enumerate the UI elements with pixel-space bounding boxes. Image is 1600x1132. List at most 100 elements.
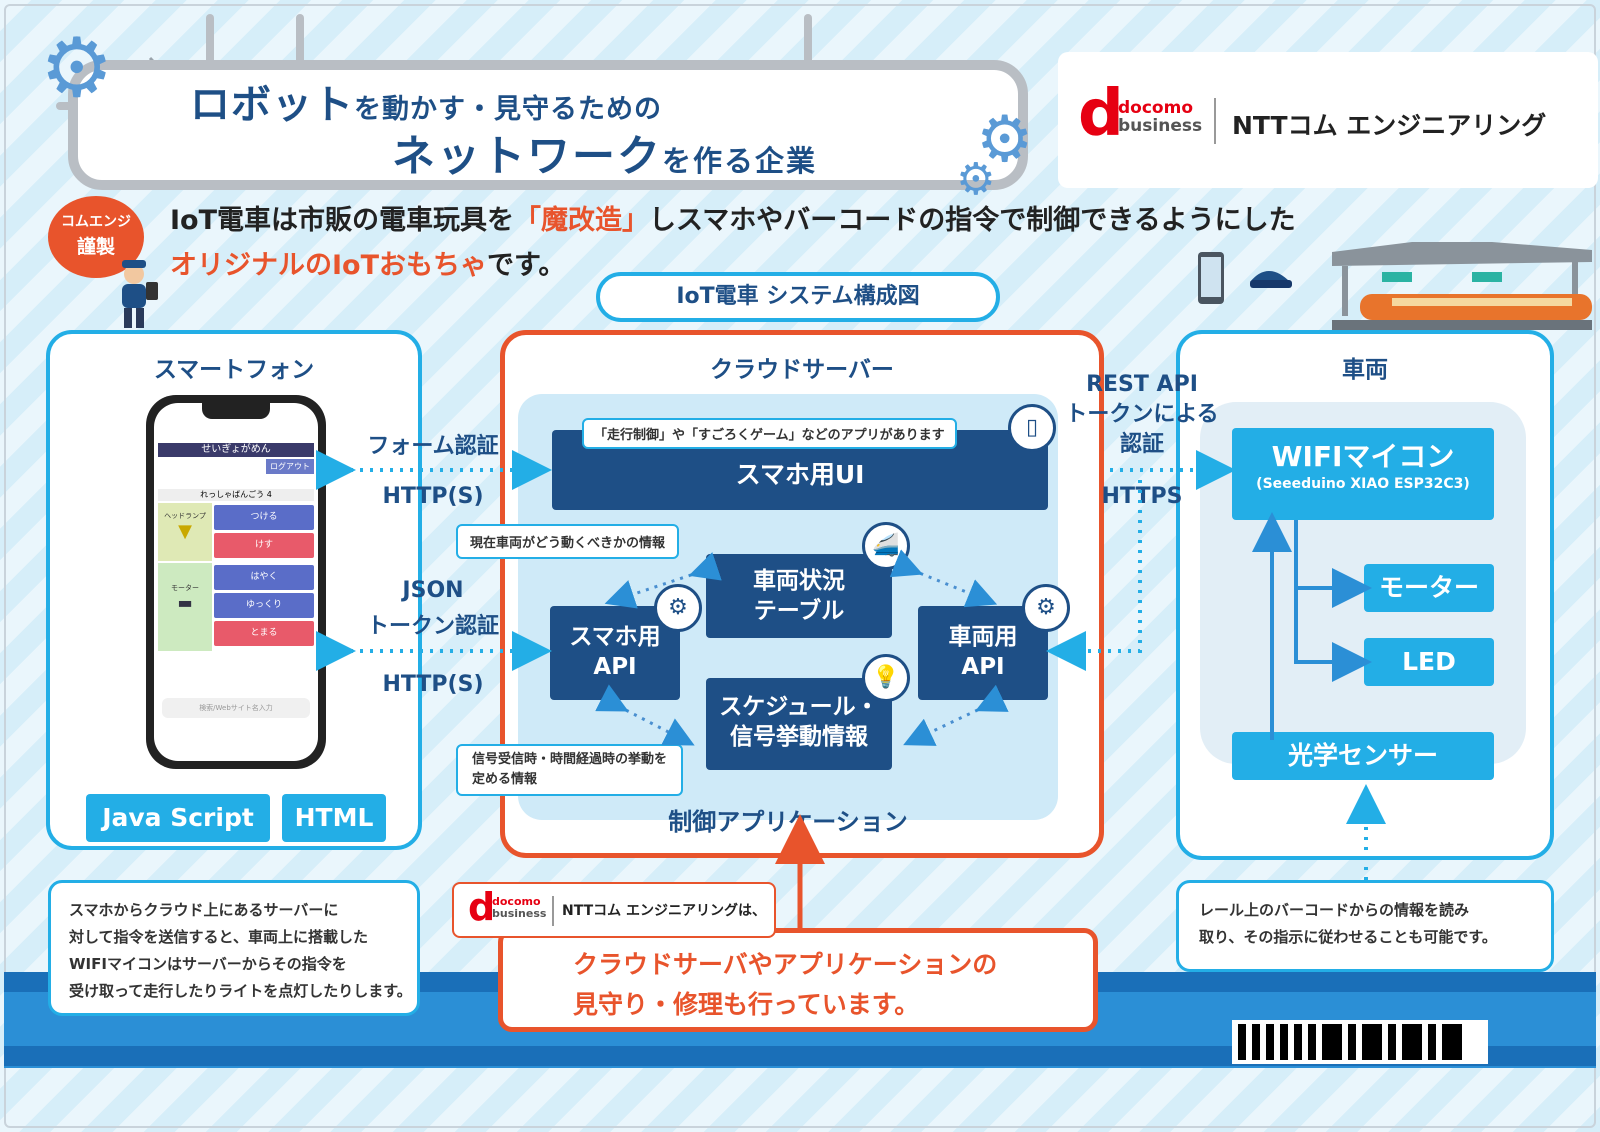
phone-icon: ▯ [1008, 404, 1056, 452]
lightbulb-icon: 💡 [862, 654, 910, 702]
logo-divider [552, 896, 554, 926]
title-banner [68, 60, 1028, 190]
intro-part: しスマホやバーコードの指令で制御できるようにした [649, 205, 1296, 236]
app-title: せいぎょがめん [158, 443, 314, 457]
intro-highlight: オリジナルのIoTおもちゃ [170, 250, 488, 281]
https-label: HTTPS [1101, 484, 1183, 509]
rest-token-text: トークンによる [1065, 402, 1219, 427]
title-line-1: ロボットを動かす・見守るための [190, 72, 662, 130]
train-gear-icon: ⚙ [1022, 584, 1070, 632]
vehicle-api-line-1: 車両用 [948, 624, 1018, 650]
note-line: スマホからクラウド上にあるサーバーに [69, 901, 339, 919]
gear-icon: ⚙ [956, 154, 996, 205]
company-logo-panel [1058, 52, 1598, 188]
train-icon: ▬ [177, 593, 193, 612]
lamp-icon: ▼ [178, 521, 192, 542]
phone-notch [202, 403, 270, 419]
intro-part: です。 [487, 250, 566, 281]
stop-button[interactable]: とまる [214, 621, 314, 646]
phone-api-line-1: スマホ用 [569, 624, 661, 650]
note-line: 取り、その指示に従わせることも可能です。 [1199, 928, 1497, 946]
rest-auth-text: 認証 [1119, 432, 1164, 457]
phone-screen: せいぎょがめん ログアウト れっしゃばんごう 4 ヘッドランプ▼ モーター▬ つ… [154, 403, 318, 761]
brand-business: business [1118, 115, 1203, 136]
optical-sensor-box: 光学センサー [1232, 732, 1494, 780]
intro-part: IoT電車は市販の電車玩具を [170, 205, 515, 236]
maintenance-box: クラウドサーバやアプリケーションの 見守り・修理も行っています。 [498, 928, 1098, 1032]
intro-text: IoT電車は市販の電車玩具を「魔改造」しスマホやバーコードの指令で制御できるよう… [170, 198, 1296, 288]
tag-javascript: Java Script [86, 794, 270, 842]
faster-button[interactable]: はやく [214, 565, 314, 590]
headlamp-text: ヘッドランプ [164, 512, 206, 520]
right-note: レール上のバーコードからの情報を読み 取り、その指示に従わせることも可能です。 [1176, 880, 1554, 972]
wifi-model: (Seeeduino XIAO ESP32C3) [1256, 476, 1470, 492]
lamp-on-button[interactable]: つける [214, 505, 314, 530]
rest-api-label: REST API トークンによる認証 [1062, 370, 1222, 460]
led-box: LED [1364, 638, 1494, 686]
vehicle-title: 車両 [1342, 357, 1388, 383]
phone-mockup: せいぎょがめん ログアウト れっしゃばんごう 4 ヘッドランプ▼ モーター▬ つ… [146, 395, 326, 769]
signal-callout: 信号受信時・時間経過時の挙動を定める情報 [456, 744, 684, 796]
diagram-title: IoT電車 システム構成図 [596, 272, 1000, 322]
intro-highlight: 「魔改造」 [514, 205, 650, 236]
station-illustration [1198, 242, 1592, 330]
vehicle-api-line-2: API [961, 654, 1005, 680]
cloud-title: クラウドサーバー [710, 357, 894, 383]
gear-icon: ⚙ [40, 21, 114, 116]
signal-callout-line-2: 定める情報 [472, 772, 538, 787]
title-emphasis: ロボット [190, 82, 354, 128]
http-label: HTTP(S) [382, 672, 484, 697]
brand-docomo: docomo [1118, 98, 1193, 118]
left-note: スマホからクラウド上にあるサーバーに 対して指令を送信すると、車両上に搭載した … [48, 880, 420, 1016]
title-emphasis: ネットワーク [392, 132, 662, 182]
motor-label: モーター▬ [158, 563, 212, 651]
smartphone-title: スマートフォン [153, 357, 315, 383]
title-rest: を作る企業 [662, 144, 818, 178]
table-line-2: テーブル [753, 598, 845, 624]
table-line-1: 車両状況 [753, 568, 845, 594]
tag-html: HTML [282, 794, 386, 842]
vehicle-state-table: 車両状況テーブル [706, 554, 892, 638]
motor-text: モーター [171, 584, 199, 592]
brand-business: business [492, 906, 547, 920]
poster-frame [4, 4, 1596, 1128]
company-name: NTTコム エンジニアリング [1232, 111, 1547, 140]
note-line: 受け取って走行したりライトを点灯したりします。 [69, 982, 412, 1000]
conductor-illustration [122, 260, 158, 328]
train-number: れっしゃばんごう 4 [158, 489, 314, 501]
phone-api-line-2: API [593, 654, 637, 680]
motor-box: モーター [1364, 564, 1494, 612]
logout-button[interactable]: ログアウト [266, 459, 314, 474]
barcode [1232, 1020, 1488, 1064]
badge-line-2: 謹製 [76, 236, 115, 258]
headlamp-label: ヘッドランプ▼ [158, 503, 212, 561]
note-line: WIFIマイコンはサーバーからその指令を [69, 955, 347, 973]
title-rest: を動かす・見守るための [354, 94, 662, 125]
note-line: 対して指令を送信すると、車両上に搭載した [69, 928, 368, 946]
rail-edge [4, 1046, 1596, 1066]
wifi-microcontroller: WIFIマイコン (Seeeduino XIAO ESP32C3) [1232, 428, 1494, 520]
schedule-line-1: スケジュール・ [719, 694, 879, 720]
maintenance-line-2: 見守り・修理も行っています。 [573, 990, 920, 1019]
maintenance-line-1: クラウドサーバやアプリケーションの [573, 950, 998, 979]
brand-docomo: docomo [492, 895, 541, 908]
lamp-off-button[interactable]: けす [214, 533, 314, 558]
slower-button[interactable]: ゆっくり [214, 593, 314, 618]
docomo-d-logo: d [1078, 77, 1124, 151]
wifi-label: WIFIマイコン [1271, 440, 1455, 473]
json-label: JSON [402, 578, 464, 603]
company-suffix: NTTコム エンジニアリングは、 [562, 903, 767, 919]
badge-line-1: コムエンジ [61, 214, 131, 230]
docomo-d-logo: d [468, 885, 496, 929]
train-icon: 🚄 [862, 522, 910, 570]
rest-api-text: REST API [1086, 372, 1198, 397]
note-line: レール上のバーコードからの情報を読み [1199, 901, 1470, 919]
browser-search-bar[interactable]: 検索/Webサイト名入力 [162, 698, 310, 718]
schedule-line-2: 信号挙動情報 [730, 724, 868, 750]
gear-icon: ⚙ [976, 103, 1034, 177]
schedule-box: スケジュール・信号挙動情報 [706, 678, 892, 770]
logo-divider [1214, 98, 1216, 144]
